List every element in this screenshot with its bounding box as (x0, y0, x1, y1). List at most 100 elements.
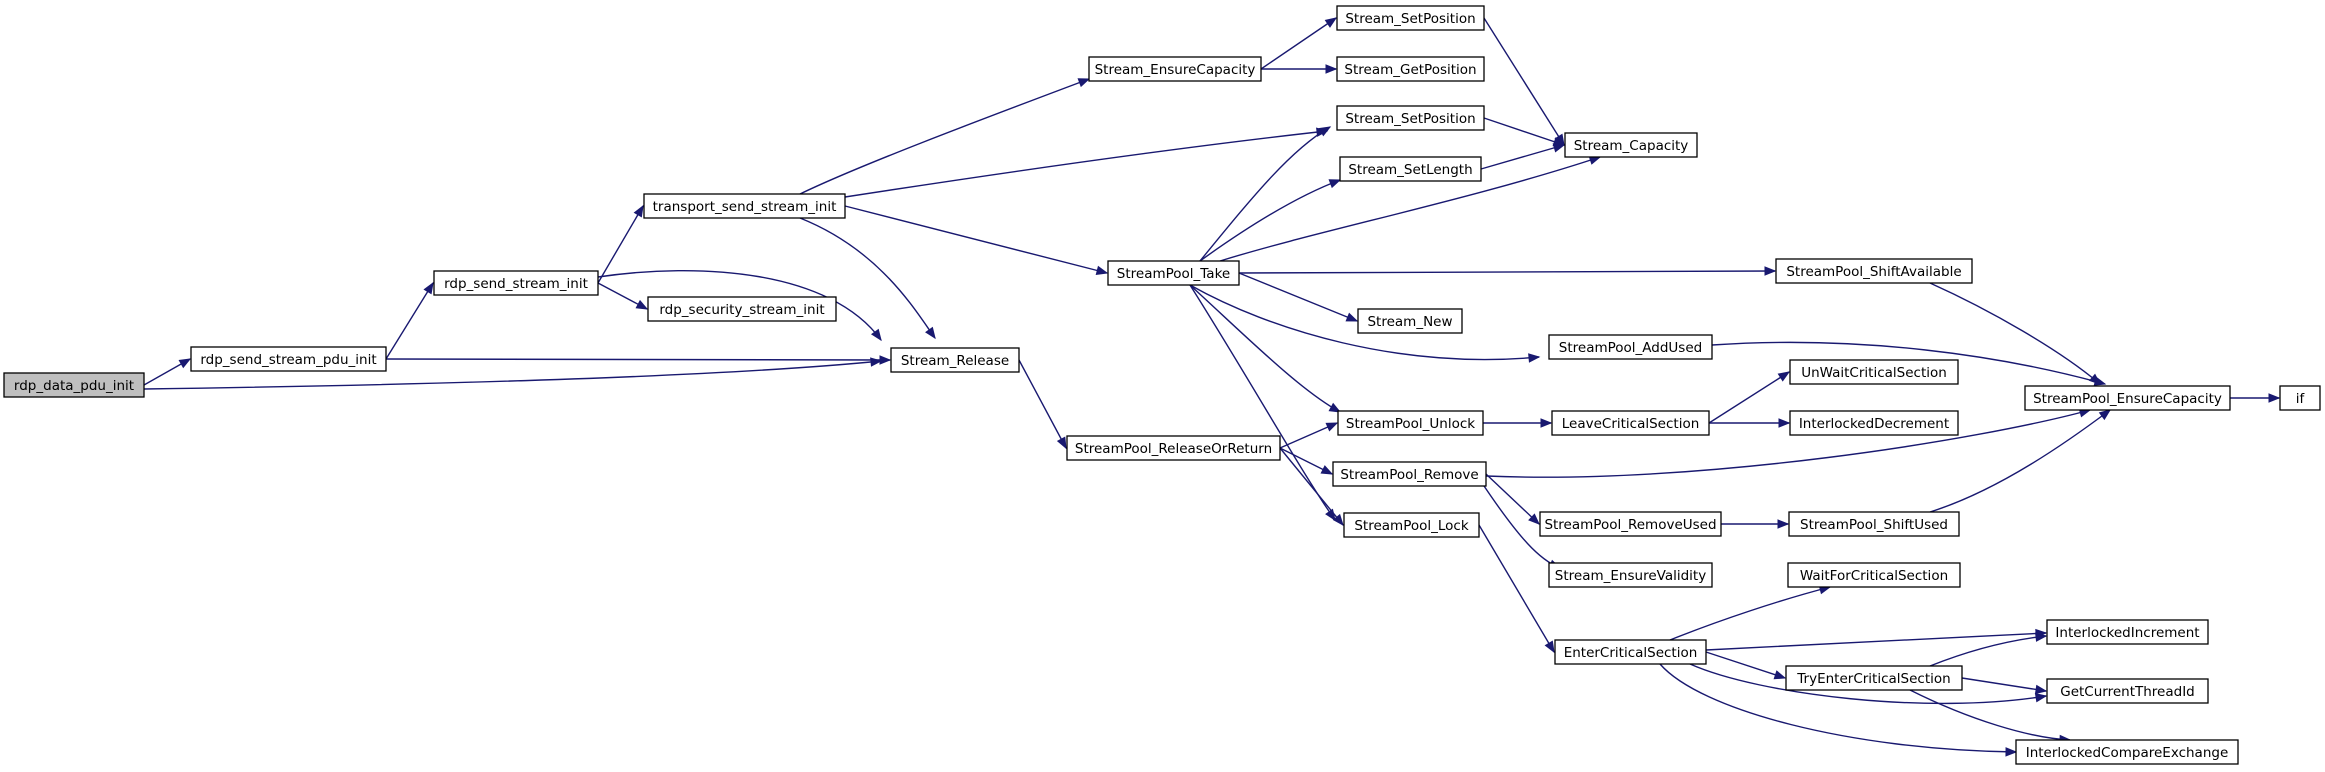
call-edge (1909, 689, 2072, 745)
node-box (1336, 56, 1485, 82)
graph-node-stream-setposition-a[interactable]: Stream_SetPosition (1336, 5, 1485, 31)
call-edge (1689, 663, 2048, 705)
graph-node-stream-ensurevalidity[interactable]: Stream_EnsureValidity (1548, 562, 1713, 588)
call-edge (1711, 341, 2107, 386)
graph-node-interlockeddecrement[interactable]: InterlockedDecrement (1789, 410, 1959, 436)
graph-node-rdp-security-stream-init[interactable]: rdp_security_stream_init (647, 296, 837, 322)
node-box (1789, 410, 1959, 436)
node-box (1343, 512, 1480, 538)
call-edge (1279, 447, 1344, 527)
edge-arrowhead (2034, 684, 2048, 695)
graph-node-unwaitcriticalsection[interactable]: UnWaitCriticalSection (1789, 359, 1959, 385)
call-edge-line (1189, 284, 1336, 521)
graph-node-streampool-shiftavailable[interactable]: StreamPool_ShiftAvailable (1775, 258, 1973, 284)
call-edge-line (1708, 371, 1790, 424)
call-edge (1483, 17, 1565, 147)
call-edge (1261, 64, 1338, 74)
graph-node-stream-setlength[interactable]: Stream_SetLength (1339, 156, 1482, 182)
graph-node-entercriticalsection[interactable]: EnterCriticalSection (1554, 639, 1707, 665)
graph-node-stream-getposition[interactable]: Stream_GetPosition (1336, 56, 1485, 82)
graph-node-streampool-shiftused[interactable]: StreamPool_ShiftUsed (1788, 511, 1960, 537)
graph-node-streampool-releaseorreturn[interactable]: StreamPool_ReleaseOrReturn (1066, 435, 1281, 461)
edge-arrowhead (2005, 747, 2018, 757)
node-label: Stream_EnsureCapacity (1095, 62, 1256, 78)
node-box (1066, 435, 1281, 461)
graph-node-tryentercriticalsection[interactable]: TryEnterCriticalSection (1785, 665, 1963, 691)
call-edge-line (1711, 341, 2106, 385)
node-label: StreamPool_ShiftUsed (1800, 517, 1948, 533)
graph-node-streampool-ensurecapacity[interactable]: StreamPool_EnsureCapacity (2024, 385, 2231, 411)
graph-node-stream-new[interactable]: Stream_New (1357, 308, 1463, 334)
call-edge-line (1480, 144, 1565, 170)
graph-node-streampool-remove[interactable]: StreamPool_Remove (1332, 461, 1487, 487)
graph-node-waitforcriticalsection[interactable]: WaitForCriticalSection (1787, 562, 1961, 588)
node-box (2024, 385, 2231, 411)
call-edge-line (1659, 663, 2017, 753)
graph-node-rdp-send-stream-pdu-init[interactable]: rdp_send_stream_pdu_init (190, 346, 387, 372)
node-box (1548, 334, 1713, 360)
graph-node-stream-ensurecapacity[interactable]: Stream_EnsureCapacity (1088, 56, 1262, 82)
call-edge-line (1689, 663, 2047, 705)
call-edge-line (1189, 284, 1540, 361)
graph-node-streampool-removeused[interactable]: StreamPool_RemoveUsed (1539, 511, 1722, 537)
node-label: rdp_security_stream_init (659, 302, 824, 318)
call-edge (597, 282, 649, 310)
graph-node-streampool-lock[interactable]: StreamPool_Lock (1343, 512, 1480, 538)
graph-node-stream-capacity[interactable]: Stream_Capacity (1564, 132, 1698, 158)
graph-node-interlockedincrement[interactable]: InterlockedIncrement (2046, 619, 2209, 645)
edge-arrowhead (1328, 402, 1342, 413)
edge-arrowhead (178, 358, 192, 369)
graph-node-streampool-take[interactable]: StreamPool_Take (1107, 260, 1240, 286)
call-edge-line (143, 360, 882, 390)
edge-arrowhead (1332, 513, 1344, 527)
graph-node-stream-release[interactable]: Stream_Release (890, 347, 1020, 373)
call-edge (1961, 677, 2048, 695)
call-edge (1279, 422, 1339, 449)
call-edge (1485, 473, 1540, 525)
call-edge-line (1199, 179, 1341, 262)
call-edge (1721, 519, 1790, 529)
call-edge-line (1238, 270, 1776, 274)
node-label: LeaveCriticalSection (1562, 416, 1700, 432)
call-edge-line (1478, 524, 1555, 653)
graph-node-rdp-data-pdu-init[interactable]: rdp_data_pdu_init (3, 372, 145, 398)
call-edge-line (1929, 635, 2047, 667)
graph-node-rdp-send-stream-init[interactable]: rdp_send_stream_init (433, 270, 599, 296)
edge-arrowhead (2035, 632, 2048, 642)
call-edge (1189, 284, 1342, 413)
graph-node-leavecriticalsection[interactable]: LeaveCriticalSection (1551, 410, 1710, 436)
call-edge (1483, 117, 1566, 147)
graph-node-stream-setposition-b[interactable]: Stream_SetPosition (1336, 105, 1485, 131)
graph-node-getcurrentthreadid[interactable]: GetCurrentThreadId (2046, 678, 2209, 704)
edges-layer (143, 17, 2281, 757)
node-label: StreamPool_AddUsed (1559, 340, 1702, 356)
call-edge (1659, 663, 2018, 757)
node-label: StreamPool_EnsureCapacity (2033, 391, 2222, 407)
node-box (643, 193, 846, 219)
graph-node-streampool-unlock[interactable]: StreamPool_Unlock (1337, 410, 1484, 436)
call-edge-line (1483, 117, 1565, 146)
call-edge (1189, 284, 1336, 522)
node-label: InterlockedCompareExchange (2026, 745, 2229, 761)
call-edge (597, 204, 644, 284)
graph-node-streampool-addused[interactable]: StreamPool_AddUsed (1548, 334, 1713, 360)
edge-arrowhead (1095, 265, 1109, 275)
graph-node-if[interactable]: if (2279, 385, 2321, 411)
node-label: GetCurrentThreadId (2060, 684, 2195, 700)
node-label: InterlockedDecrement (1799, 416, 1949, 432)
edge-arrowhead (1325, 508, 1336, 522)
edge-arrowhead (633, 204, 644, 218)
call-edge-line (1483, 17, 1565, 146)
call-edge-line (1961, 677, 2047, 692)
edge-arrowhead (1552, 143, 1566, 153)
edge-arrowhead (2034, 693, 2048, 703)
graph-node-interlockedcompareexchange[interactable]: InterlockedCompareExchange (2015, 739, 2239, 765)
node-box (1357, 308, 1463, 334)
graph-node-transport-send-stream-init[interactable]: transport_send_stream_init (643, 193, 846, 219)
edge-arrowhead (1325, 422, 1339, 432)
node-label: Stream_EnsureValidity (1555, 568, 1706, 584)
node-label: StreamPool_Lock (1354, 518, 1468, 534)
node-box (1107, 260, 1240, 286)
edge-arrowhead (1056, 436, 1067, 450)
call-edge (799, 78, 1091, 195)
